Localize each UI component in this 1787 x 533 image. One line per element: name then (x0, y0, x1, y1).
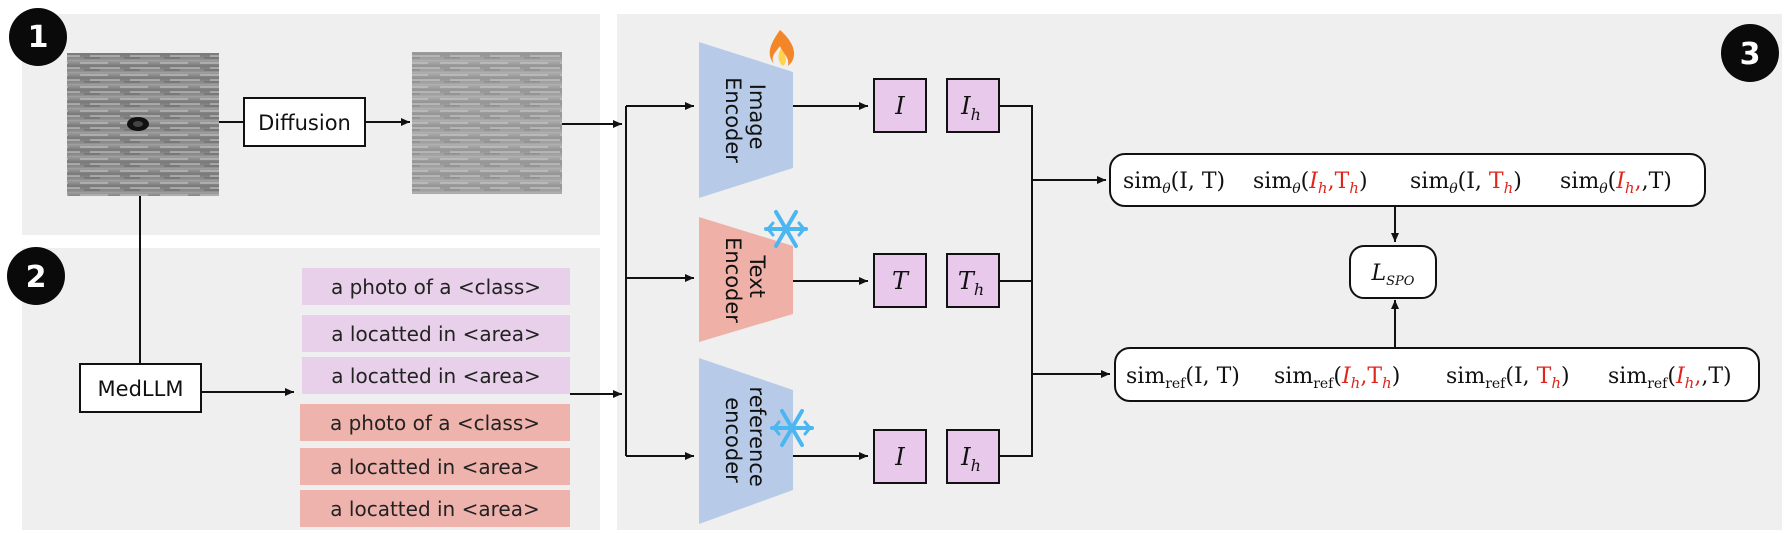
image-encoder-label-2: Encoder (721, 77, 745, 163)
input-ultrasound-image (67, 53, 219, 196)
sim-ref-IT: simref(I, T) (1126, 364, 1240, 392)
marker-2-label: 2 (26, 260, 47, 295)
sim-ref-I-Th: simref(I, Th) (1446, 364, 1570, 392)
token-I-1: I (894, 92, 905, 120)
prompt-purple-2: a locatted in <area> (331, 322, 540, 346)
sim-theta-Ih-T: simθ(Ih,,T) (1560, 169, 1672, 197)
sim-theta-Ih-Th: simθ(Ih,Th) (1253, 169, 1368, 197)
marker-3: 3 (1721, 24, 1779, 82)
marker-3-label: 3 (1740, 37, 1761, 72)
svg-text:Image Encoder: Image Encoder (721, 77, 769, 163)
medllm-box: MedLLM (79, 363, 202, 413)
sim-ref-Ih-Th: simref(Ih,Th) (1274, 364, 1400, 392)
prompt-red-3: a locatted in <area> (330, 497, 539, 521)
loss-label: LSPO (1371, 261, 1415, 289)
prompt-list-red: a photo of a <class> a locatted in <area… (300, 404, 570, 527)
image-encoder-label-1: Image (745, 84, 769, 150)
token-T: T (892, 267, 910, 295)
diffusion-box: Diffusion (243, 97, 366, 147)
svg-text:Text Encoder: Text Encoder (721, 237, 769, 323)
snowflake-icon (764, 210, 808, 248)
marker-2: 2 (7, 247, 65, 305)
encoder-output-arrows (793, 102, 868, 460)
sim-ref-Ih-T: simref(Ih,,T) (1608, 364, 1732, 392)
sim-theta-IT: simθ(I, T) (1123, 169, 1225, 197)
snowflake-icon (770, 409, 814, 447)
prompt-red-1: a photo of a <class> (330, 411, 540, 435)
diffused-ultrasound-image (412, 52, 562, 194)
reference-encoder-label-1: reference (745, 387, 769, 487)
reference-encoder: reference encoder (699, 358, 814, 524)
medllm-label: MedLLM (98, 377, 184, 401)
sim-ref-box: simref(I, T) simref(Ih,Th) simref(I, Th)… (1114, 347, 1760, 402)
sim-theta-box: simθ(I, T) simθ(Ih,Th) simθ(I, Th) simθ(… (1109, 153, 1706, 207)
fire-icon (769, 30, 795, 66)
token-Ih-1: Ih (960, 92, 981, 124)
svg-text:reference encoder: reference encoder (721, 387, 769, 494)
sim-theta-I-Th: simθ(I, Th) (1410, 169, 1522, 197)
text-encoder-label-2: Encoder (721, 237, 745, 323)
diffusion-label: Diffusion (258, 111, 351, 135)
image-encoder: Image Encoder (699, 30, 795, 198)
prompt-list-purple: a photo of a <class> a locatted in <area… (302, 268, 570, 394)
text-encoder-label-1: Text (745, 254, 769, 297)
prompt-purple-3: a locatted in <area> (331, 364, 540, 388)
token-to-sim-connectors (999, 105, 1110, 457)
marker-1: 1 (9, 8, 67, 66)
reference-encoder-label-2: encoder (721, 397, 745, 483)
token-I-2: I (894, 443, 905, 471)
panel-3-background (617, 14, 1782, 530)
token-Th: Th (958, 267, 984, 299)
text-encoder: Text Encoder (699, 210, 808, 342)
prompt-red-2: a locatted in <area> (330, 455, 539, 479)
prompt-purple-1: a photo of a <class> (331, 275, 541, 299)
loss-box: LSPO (1349, 245, 1437, 299)
encoder-input-split (625, 102, 694, 460)
marker-1-label: 1 (28, 20, 49, 55)
token-Ih-2: Ih (960, 443, 981, 475)
